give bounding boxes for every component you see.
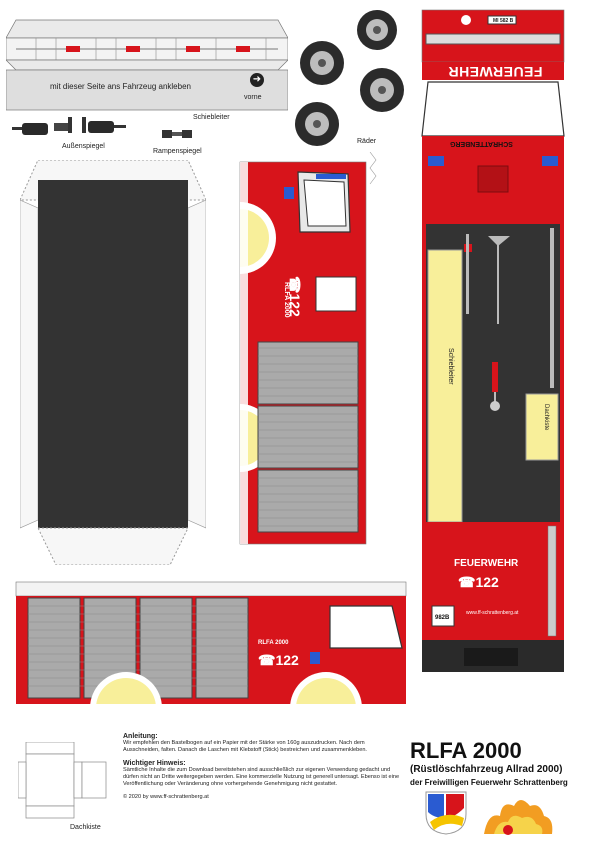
rampenspiegel-label: Rampenspiegel [153, 148, 202, 155]
aussenspiegel-label: Außenspiegel [62, 143, 105, 150]
url-rear-label: www.ff-schrattenberg.at [466, 610, 519, 616]
vorne-label: vorne [244, 94, 262, 101]
instructions-block: Anleitung: Wir empfehlen den Bastelbogen… [123, 733, 401, 801]
title-sub: (Rüstlöschfahrzeug Allrad 2000) [410, 764, 563, 775]
wheel-icon [295, 102, 339, 146]
title-main: RLFA 2000 [410, 738, 522, 763]
ramp-mirror [160, 127, 196, 139]
schrattenberg-front-label: SCHRATTENBERG [450, 140, 513, 147]
feuerwehr-front-label: FEUERWEHR [448, 64, 543, 80]
title-org: der Freiwilligen Feuerwehr Schrattenberg [410, 778, 568, 787]
truck-side-horizontal: RLFA 2000 ☎122 [10, 578, 412, 728]
dachkiste-label: Dachkiste [70, 824, 101, 831]
roof-panel [19, 159, 207, 566]
anleitung-title: Anleitung: [123, 733, 158, 740]
truck-front: MI 582 B FEUERWEHR SCHRATTENBERG [418, 6, 568, 224]
hinweis-title: Wichtiger Hinweis: [123, 760, 186, 767]
truck-roof: Schiebleiter Dachkiste [418, 224, 568, 524]
attach-side-label: mit dieser Seite ans Fahrzeug ankleben [50, 82, 191, 91]
copyright-text: © 2020 by www.ff-schrattenberg.at [123, 794, 209, 800]
dachkiste-box-label: Dachkiste [543, 404, 549, 431]
truck-side-vertical: RLFA 2000 ☎122 [228, 151, 380, 552]
raeder-label: Räder [357, 138, 377, 145]
dachkiste-cutout [17, 741, 108, 820]
anleitung-text: Wir empfehlen den Bastelbogen auf ein Pa… [123, 740, 367, 753]
wheel-icon [300, 41, 344, 85]
ladder-part: mit dieser Seite ans Fahrzeug ankleben ➜… [5, 8, 289, 112]
wheel-icon [360, 68, 404, 112]
schiebleiter-label: Schiebleiter [193, 114, 230, 121]
truck-rear: FEUERWEHR ☎122 www.ff-schrattenberg.at 9… [418, 522, 568, 672]
wheel-icon [357, 10, 397, 50]
wheels-part [287, 8, 407, 148]
rlfa-bottom-label: RLFA 2000 [258, 640, 289, 646]
feuerwehr-rear-label: FEUERWEHR [454, 558, 519, 569]
mirrors-part [10, 115, 130, 145]
fire-logo [478, 792, 558, 836]
crest-logo [424, 788, 468, 836]
phone-side-label: ☎122 [287, 276, 303, 317]
phone-rear-label: ☎122 [458, 574, 499, 590]
arrow-right-icon: ➜ [250, 73, 264, 87]
ladder-drawing [5, 19, 289, 111]
plate-rear-label: 982B [435, 615, 450, 621]
plate-front-label: MI 582 B [493, 18, 514, 24]
phone-bottom-label: ☎122 [258, 652, 299, 668]
hinweis-text: Sämtliche Inhalte die zum Download berei… [123, 767, 400, 787]
schiebleiter-box-label: Schiebleiter [447, 348, 454, 385]
